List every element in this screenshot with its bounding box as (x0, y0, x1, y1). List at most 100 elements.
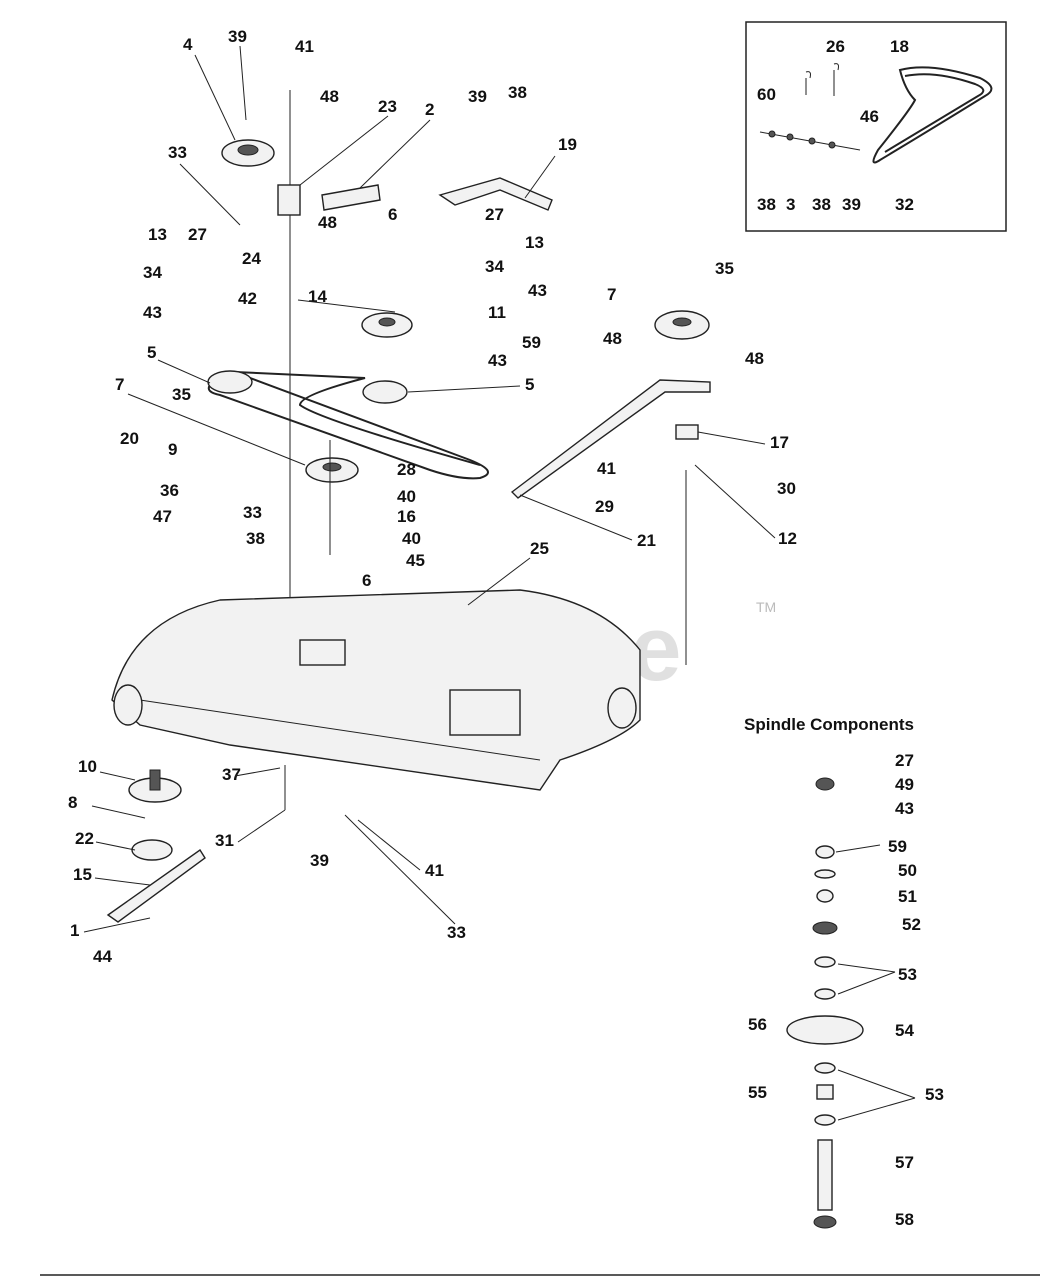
callout-40-top: 40 (397, 487, 416, 506)
spindle-label-50: 50 (898, 861, 917, 880)
pulley-11-hub (378, 317, 396, 327)
callout-38-mid: 38 (246, 529, 265, 548)
leader-53-b2 (837, 1097, 916, 1121)
right-linkage (510, 310, 711, 665)
callout-5-left: 5 (147, 343, 156, 362)
spring-2 (321, 184, 381, 211)
callout-20: 20 (120, 429, 139, 448)
spindle-shaft (149, 769, 161, 791)
callout-27-center: 27 (485, 205, 504, 224)
leader-11 (297, 299, 396, 313)
leader-33-top (179, 163, 241, 226)
callout-37: 37 (222, 765, 241, 784)
belt-14-upper (234, 371, 481, 466)
callout-35-right: 35 (715, 259, 734, 278)
callout-43-center-low: 43 (488, 351, 507, 370)
inset-nut (828, 141, 836, 149)
callout-47: 47 (153, 507, 172, 526)
callout-24: 24 (242, 249, 261, 268)
spindle-bearing-53-bottom (814, 1114, 836, 1126)
spindle-housing-54 (786, 1015, 864, 1045)
spindle-label-49: 49 (895, 775, 914, 794)
gauge-wheel-left (113, 684, 143, 726)
pulley-5-left (207, 370, 253, 394)
callout-39-center: 39 (468, 87, 487, 106)
spindle-label-55: 55 (748, 1083, 767, 1102)
deck-bracket (299, 639, 346, 666)
callout-28: 28 (397, 460, 416, 479)
spindle-label-59: 59 (888, 837, 907, 856)
leader-8 (91, 805, 146, 819)
callout-30: 30 (777, 479, 796, 498)
spindle-label-53-a: 53 (898, 965, 917, 984)
spindle-nut-58 (813, 1215, 837, 1229)
discharge-chute (449, 689, 521, 736)
belt-inset: 26 18 60 46 38 3 38 39 32 (745, 21, 1007, 232)
callout-21: 21 (637, 531, 656, 550)
leader-15 (94, 877, 151, 886)
callout-33-top: 33 (168, 143, 187, 162)
inset-frame (745, 21, 1007, 232)
spindle-bushing-51 (816, 889, 834, 903)
pulley-4-hub (237, 144, 259, 156)
spindle-label-53-b: 53 (925, 1085, 944, 1104)
callout-7-left: 7 (115, 375, 124, 394)
callout-36: 36 (160, 481, 179, 500)
inset-washer (786, 133, 794, 141)
leader-53-a1 (837, 963, 896, 973)
idler-bracket-23 (277, 184, 301, 216)
callout-33-mid: 33 (243, 503, 262, 522)
callout-6-low: 6 (362, 571, 371, 590)
spindle-bearing-53-top (814, 956, 836, 968)
callout-12: 12 (778, 529, 797, 548)
callout-59: 59 (522, 333, 541, 352)
leader-41-low (357, 819, 421, 871)
inset-bolt (768, 130, 776, 138)
callout-15: 15 (73, 865, 92, 884)
spindle-label-58: 58 (895, 1210, 914, 1229)
spindle-label-51: 51 (898, 887, 917, 906)
callout-48-right-b: 48 (745, 349, 764, 368)
callout-27-left: 27 (188, 225, 207, 244)
callout-40-low: 40 (402, 529, 421, 548)
leader-53-a2 (837, 971, 896, 995)
spindle-label-56: 56 (748, 1015, 767, 1034)
callout-48-right-a: 48 (603, 329, 622, 348)
upper-assembly (207, 90, 553, 660)
watermark-trademark: TM (756, 599, 776, 615)
callout-34-center: 34 (485, 257, 504, 276)
callout-10: 10 (78, 757, 97, 776)
leader-31 (237, 809, 286, 843)
inset-label-39: 39 (842, 195, 861, 214)
leader-39-top (239, 45, 247, 121)
spindle-bearing-53-low (814, 1062, 836, 1074)
callout-41-low: 41 (425, 861, 444, 880)
spindle-label-57: 57 (895, 1153, 914, 1172)
callout-39-top: 39 (228, 27, 247, 46)
leader-19 (524, 155, 556, 199)
callout-8: 8 (68, 793, 77, 812)
callout-9: 9 (168, 440, 177, 459)
callout-43-left: 43 (143, 303, 162, 322)
main-callouts: 4 39 41 48 23 2 39 38 19 33 6 27 48 13 2… (68, 27, 797, 966)
inset-pin (805, 71, 811, 95)
callout-6-top: 6 (388, 205, 397, 224)
callout-42: 42 (238, 289, 257, 308)
spindle-blade (106, 765, 286, 923)
callout-31: 31 (215, 831, 234, 850)
inset-label-26: 26 (826, 37, 845, 56)
pulley-7-right-hub (672, 317, 692, 327)
leader-2 (359, 119, 431, 189)
pulley-7-hub (322, 462, 342, 472)
leader-17 (697, 431, 766, 445)
callout-25: 25 (530, 539, 549, 558)
inset-belt-18 (872, 66, 993, 164)
spindle-components-heading: Spindle Components (744, 715, 914, 734)
inset-label-38-left: 38 (757, 195, 776, 214)
deck-edge (139, 699, 541, 761)
inset-label-46: 46 (860, 107, 879, 126)
callout-43-center-top: 43 (528, 281, 547, 300)
blade-adapter-22 (131, 839, 173, 861)
callout-13-center: 13 (525, 233, 544, 252)
